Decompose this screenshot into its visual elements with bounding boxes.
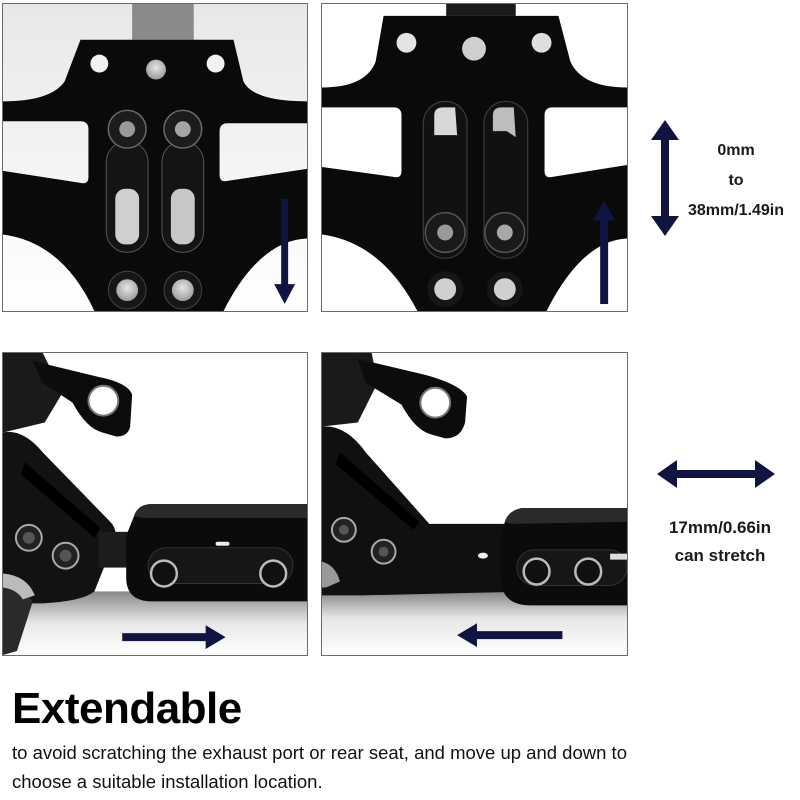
arrow-down-icon: [274, 198, 296, 305]
bracket-arm-photo: [3, 353, 307, 655]
photo-panel-top-left: [2, 3, 308, 312]
horizontal-range-value: 17mm/0.66in: [668, 518, 772, 537]
arrow-up-icon: [593, 200, 616, 305]
arrow-left-icon: [457, 623, 563, 648]
bracket-arm-photo: [322, 353, 627, 655]
horizontal-range-caption: can stretch: [674, 546, 766, 565]
photo-panel-bottom-right: [321, 352, 628, 656]
vertical-adjustment-label: 0mm to 38mm/1.49in: [672, 136, 800, 226]
photo-panel-top-right: [321, 3, 628, 312]
feature-headline: Extendable: [12, 684, 242, 733]
vertical-range-end: 38mm/1.49in: [687, 202, 785, 219]
bracket-plate-photo: [322, 4, 627, 311]
bracket-plate-photo: [3, 4, 307, 311]
horizontal-adjustment-label: 17mm/0.66in can stretch: [640, 514, 800, 570]
feature-description: to avoid scratching the exhaust port or …: [12, 742, 627, 792]
arrow-right-icon: [122, 625, 226, 650]
vertical-range-connector: to: [728, 172, 744, 189]
photo-panel-bottom-left: [2, 352, 308, 656]
double-arrow-horizontal-icon: [657, 460, 775, 488]
vertical-range-start: 0mm: [717, 142, 755, 159]
double-arrow-vertical-icon: [651, 120, 679, 236]
